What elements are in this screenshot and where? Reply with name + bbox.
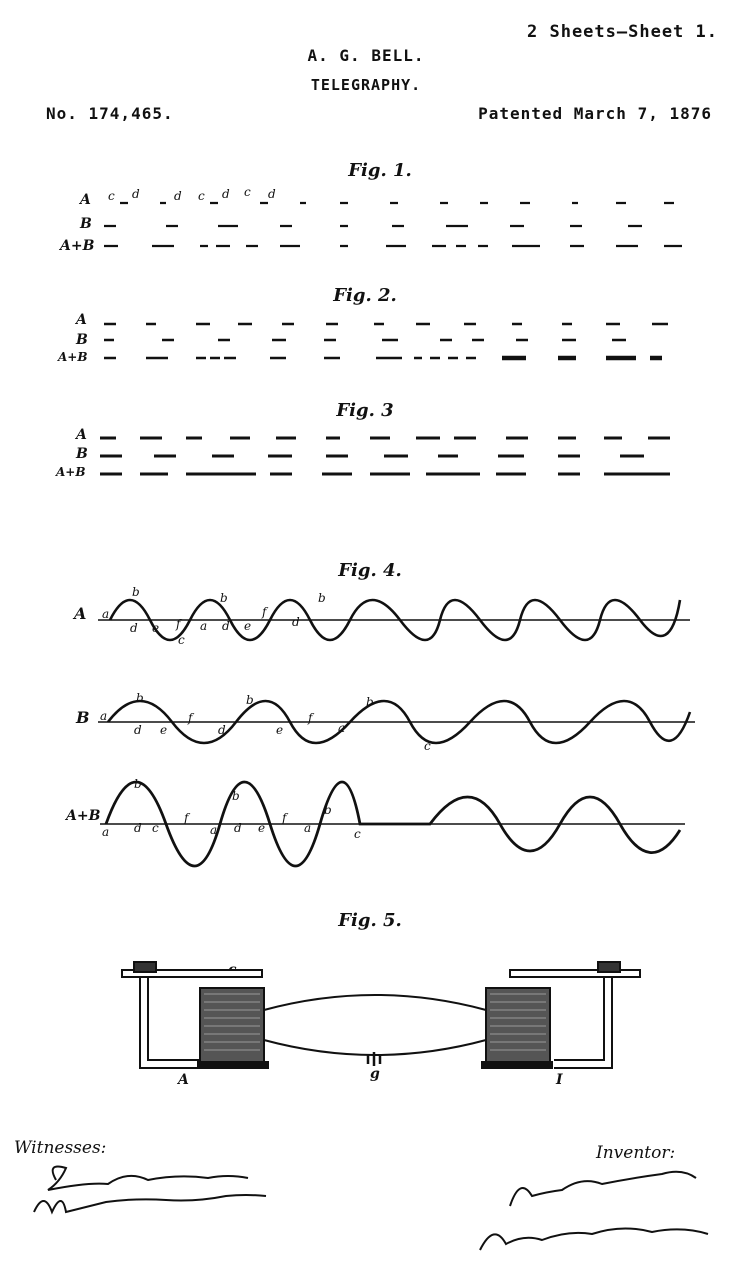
svg-text:a: a — [210, 823, 217, 837]
fig2-row-a-label: A — [76, 312, 87, 328]
witnesses-label: Witnesses: — [14, 1138, 107, 1158]
fig5-label-i: I — [556, 1072, 563, 1088]
svg-text:c: c — [354, 827, 361, 841]
svg-text:e: e — [276, 723, 283, 737]
fig3-dash-pattern — [100, 436, 670, 476]
svg-text:b: b — [220, 591, 228, 605]
svg-text:a: a — [100, 709, 107, 723]
svg-text:d: d — [134, 821, 142, 835]
svg-text:d: d — [222, 187, 230, 201]
fig3-row-a-label: A — [76, 427, 87, 443]
svg-text:b: b — [232, 789, 240, 803]
svg-text:b: b — [318, 591, 326, 605]
svg-text:d: d — [222, 619, 230, 633]
fig4-wave-b — [106, 699, 692, 745]
svg-text:c: c — [198, 189, 205, 203]
svg-text:d: d — [130, 621, 138, 635]
fig4-row-a-label: A — [74, 604, 87, 623]
patent-date: Patented March 7, 1876 — [478, 104, 712, 123]
witness-signatures — [33, 1165, 267, 1215]
fig5-label-a: A — [178, 1072, 189, 1088]
patent-number: No. 174,465. — [46, 104, 174, 123]
fig1-row-a-label: A — [80, 192, 91, 208]
fig4-wave-a — [108, 598, 682, 642]
svg-text:c: c — [152, 821, 159, 835]
svg-text:b: b — [324, 803, 332, 817]
svg-text:e: e — [160, 723, 167, 737]
svg-text:f: f — [187, 711, 195, 725]
patent-subject: TELEGRAPHY. — [310, 76, 422, 94]
fig4-row-b-label: B — [76, 708, 90, 727]
svg-text:c: c — [424, 739, 431, 753]
fig4-label: Fig. 4. — [338, 560, 402, 581]
svg-text:b: b — [134, 777, 142, 791]
fig2-row-b-label: B — [76, 332, 88, 348]
fig5-label: Fig. 5. — [338, 910, 402, 931]
svg-text:f: f — [175, 617, 183, 631]
svg-text:c: c — [108, 189, 115, 203]
inventor-name-heading: A. G. BELL. — [307, 46, 425, 65]
svg-text:a: a — [102, 825, 109, 839]
svg-text:d: d — [174, 189, 182, 203]
svg-text:d: d — [268, 187, 276, 201]
svg-text:a: a — [200, 619, 207, 633]
svg-text:f: f — [261, 605, 269, 619]
fig2-row-ab-label: A+B — [58, 350, 88, 364]
svg-text:d: d — [134, 723, 142, 737]
svg-text:d: d — [234, 821, 242, 835]
fig2-dash-pattern — [104, 322, 668, 361]
sheet-count: 2 Sheets—Sheet 1. — [527, 22, 718, 42]
fig1-dash-pattern — [104, 201, 682, 248]
svg-text:c: c — [178, 633, 185, 647]
inventor-label: Inventor: — [596, 1143, 676, 1163]
svg-text:d: d — [132, 187, 140, 201]
fig4-row-ab-label: A+B — [66, 808, 101, 824]
svg-text:b: b — [136, 691, 144, 705]
svg-text:b: b — [366, 695, 374, 709]
fig3-label: Fig. 3 — [336, 400, 394, 421]
svg-text:b: b — [246, 693, 254, 707]
svg-text:e: e — [152, 621, 159, 635]
svg-text:d: d — [218, 723, 226, 737]
inventor-signatures — [479, 1170, 709, 1251]
svg-text:c: c — [244, 185, 251, 199]
svg-text:a: a — [338, 721, 345, 735]
svg-text:e: e — [244, 619, 251, 633]
svg-text:f: f — [307, 711, 315, 725]
svg-text:a: a — [102, 607, 109, 621]
fig3-row-b-label: B — [76, 446, 88, 462]
svg-text:b: b — [132, 585, 140, 599]
svg-text:f: f — [281, 811, 289, 825]
fig4-wave-ab — [104, 780, 682, 868]
svg-text:a: a — [304, 821, 311, 835]
fig1-label: Fig. 1. — [348, 160, 412, 181]
fig5-label-g: g — [370, 1066, 380, 1082]
svg-text:e: e — [258, 821, 265, 835]
fig5-apparatus — [121, 961, 641, 1069]
fig1-row-b-label: B — [80, 216, 92, 232]
fig2-label: Fig. 2. — [333, 285, 397, 306]
fig1-row-ab-label: A+B — [60, 238, 95, 254]
svg-text:d: d — [292, 615, 300, 629]
fig3-row-ab-label: A+B — [56, 465, 86, 479]
svg-text:f: f — [183, 811, 191, 825]
